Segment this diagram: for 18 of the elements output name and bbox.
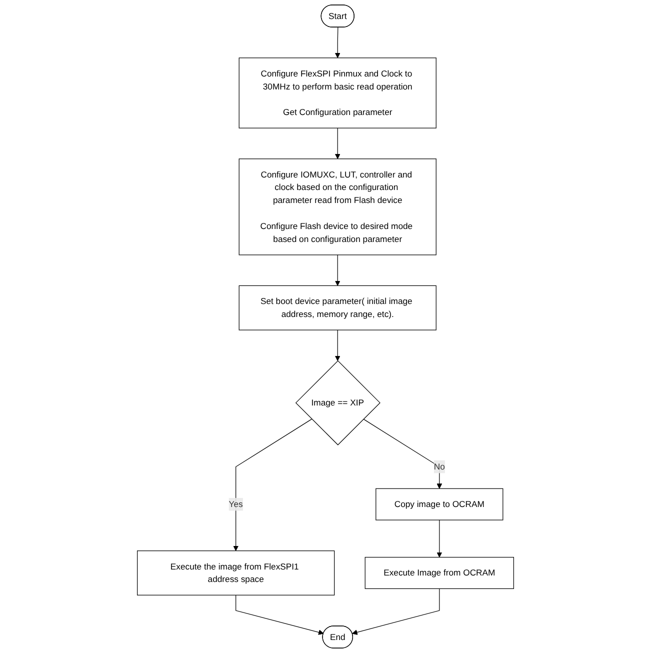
- node-box: Copy image to OCRAM: [376, 488, 504, 520]
- arrow: [363, 418, 442, 489]
- node-box: Configure IOMUXC, LUT, controller and clock based on the configuration parameter read from Flash device Configure Flash device to desired mode based on configuration parameter: [238, 158, 436, 256]
- arrow: [334, 254, 340, 286]
- edge-label: Yes: [228, 499, 243, 509]
- node-diamond: Image == XIP: [295, 360, 380, 446]
- arrow: [334, 27, 340, 58]
- arrow: [334, 330, 340, 362]
- arrow: [334, 128, 340, 160]
- arrow: [352, 588, 440, 635]
- arrow: [436, 520, 442, 558]
- arrow: [233, 418, 312, 552]
- edge-label: No: [434, 462, 445, 472]
- arrow: [236, 594, 324, 635]
- node-box: Execute Image from OCRAM: [364, 556, 514, 589]
- node-box: Set boot device parameter( initial image address, memory range, etc).: [238, 285, 436, 330]
- node-box: Configure FlexSPI Pinmux and Clock to 30MHz to perform basic read operation Get Configuration parameter: [238, 58, 436, 128]
- node-box: Execute the image from FlexSPI1 address space: [137, 550, 335, 596]
